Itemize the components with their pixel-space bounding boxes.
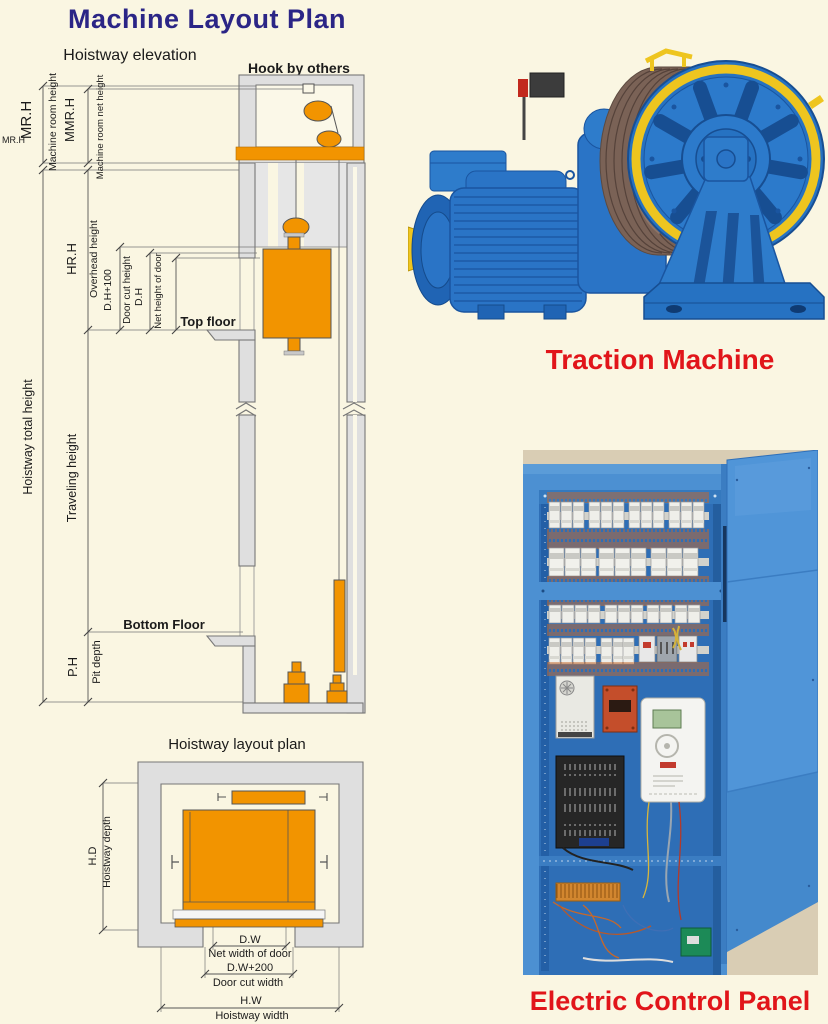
label-bottom-floor: Bottom Floor bbox=[123, 617, 205, 632]
dim-mmr-h: MMR.H bbox=[62, 98, 77, 142]
electric-control-panel-photo bbox=[523, 450, 818, 975]
floor-background bbox=[727, 902, 818, 975]
machine-room bbox=[235, 74, 365, 164]
machine-slab bbox=[235, 146, 365, 161]
break-marks bbox=[235, 402, 366, 417]
power-supply bbox=[555, 675, 595, 739]
circuit-breaker bbox=[638, 635, 656, 663]
traction-machine-photo bbox=[408, 48, 825, 320]
elevator-car bbox=[262, 217, 332, 356]
dim-h-d: H.D bbox=[87, 846, 99, 865]
hoistway-shaft bbox=[205, 160, 366, 714]
inverter-drive bbox=[640, 697, 706, 803]
hook-label: Hook by others bbox=[248, 60, 350, 76]
hinge-column bbox=[721, 464, 729, 964]
hoistway-diagram: Hoistway elevation Hook by others bbox=[2, 47, 366, 1022]
dim-traveling-height: Traveling height bbox=[65, 433, 79, 522]
dim-door-cut-width: Door cut width bbox=[213, 977, 283, 989]
dim-hoistway-total-height: Hoistway total height bbox=[21, 379, 35, 495]
dim-d-w: D.W bbox=[239, 934, 261, 946]
dim-d-h-100: D.H+100 bbox=[102, 269, 114, 311]
cabinet-door bbox=[726, 450, 818, 953]
wire-bundles bbox=[552, 801, 682, 963]
transformer-block bbox=[602, 685, 638, 733]
plan-door-sill bbox=[174, 918, 324, 928]
dim-h-w: H.W bbox=[240, 995, 262, 1007]
dim-net-width-of-door: Net width of door bbox=[208, 948, 291, 960]
dim-mr-h: MR.H bbox=[18, 101, 35, 139]
dim-mr-h-small: MR.H bbox=[2, 135, 25, 145]
hook bbox=[302, 83, 315, 94]
dim-pit-depth: Pit depth bbox=[91, 640, 103, 683]
dim-net-height-of-door: Net height of door bbox=[153, 253, 164, 329]
dim-door-cut-height: Door cut height bbox=[122, 256, 133, 324]
pedestal-stand bbox=[643, 136, 825, 320]
wiring-rail bbox=[539, 856, 721, 866]
deflector-sheave-symbol bbox=[316, 130, 342, 148]
brake-resistor-heatsink bbox=[555, 755, 625, 849]
plan-title: Hoistway layout plan bbox=[168, 736, 306, 753]
hoistway-plan bbox=[137, 761, 364, 948]
plan-counterweight bbox=[231, 790, 306, 805]
pcb-board bbox=[680, 927, 712, 957]
elevation-subtitle: Hoistway elevation bbox=[63, 47, 196, 64]
dim-machine-room-height: Machine room height bbox=[47, 73, 59, 171]
dim-d-w-200: D.W+200 bbox=[227, 962, 273, 974]
dim-hr-h: HR.H bbox=[64, 243, 79, 275]
contactor-rows bbox=[537, 492, 727, 676]
traction-sheave-symbol bbox=[303, 100, 333, 122]
circuit-breaker bbox=[678, 635, 698, 663]
terminal-strip bbox=[555, 882, 621, 902]
brake-lever bbox=[518, 79, 528, 97]
counterweight bbox=[333, 579, 346, 673]
page-title: Machine Layout Plan bbox=[68, 4, 347, 34]
plan-car bbox=[182, 809, 316, 918]
dim-d-h: D.H bbox=[133, 288, 145, 306]
dim-hoistway-depth: Hoistway depth bbox=[101, 816, 113, 888]
traction-machine-caption: Traction Machine bbox=[545, 344, 775, 375]
dim-overhead-height: Overhead height bbox=[88, 220, 100, 298]
pit-buffers bbox=[283, 661, 348, 704]
dim-hoistway-width: Hoistway width bbox=[215, 1010, 288, 1022]
dim-machine-room-net-height: Machine room net height bbox=[95, 74, 106, 179]
label-top-floor: Top floor bbox=[180, 314, 235, 329]
motor bbox=[408, 150, 587, 320]
electric-control-panel-caption: Electric Control Panel bbox=[529, 986, 811, 1016]
dim-p-h: P.H bbox=[65, 657, 80, 677]
